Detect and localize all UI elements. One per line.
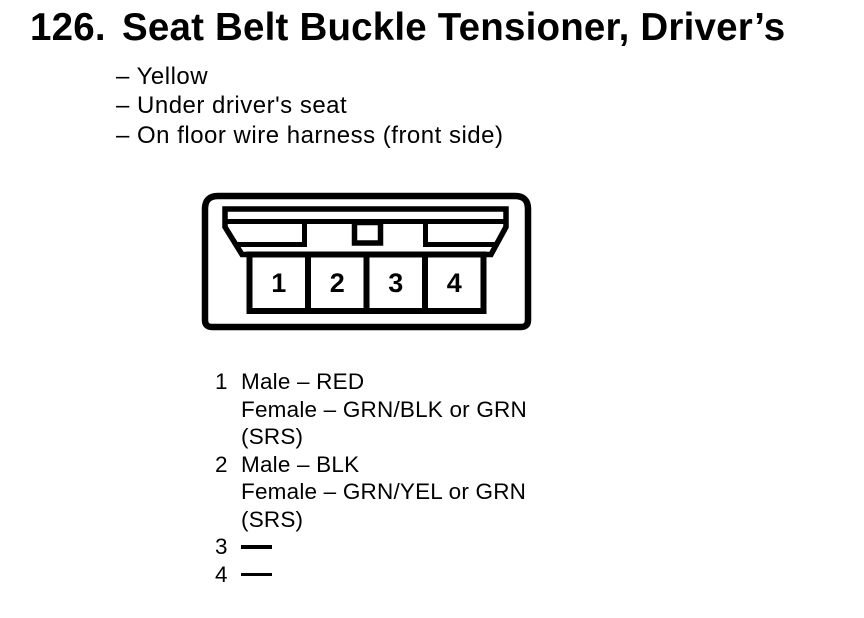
no-connection-dash [241, 545, 272, 549]
connector-outline [201, 192, 532, 331]
pin-legend-number: 4 [215, 561, 228, 587]
detail-note-color: – Yellow [116, 63, 209, 90]
pin-legend-row-2: 2 Male – BLK Female – GRN/YEL or GRN (SR… [215, 451, 527, 534]
pin-cavity-4 [422, 251, 487, 314]
pin-legend-row-4: 4 [215, 561, 527, 589]
item-number: 126. [30, 6, 106, 49]
latch-center-tab [351, 219, 384, 246]
pin-cavity-3 [363, 251, 428, 314]
pin-legend: 1 Male – RED Female – GRN/BLK or GRN (SR… [215, 368, 527, 588]
pin1-male-wire: Male – RED [241, 369, 365, 394]
pin-legend-number: 1 [215, 369, 228, 394]
pin-number-3: 3 [388, 268, 403, 298]
pin-legend-description: Male – RED Female – GRN/BLK or GRN (SRS) [241, 368, 527, 451]
pin-number-1: 1 [271, 268, 286, 298]
connector-diagram: 1 2 3 4 [201, 192, 532, 331]
pin-legend-row-3: 3 [215, 533, 527, 561]
pin-legend-description [241, 533, 272, 561]
detail-notes: – Yellow – Under driver's seat – On floo… [116, 62, 503, 150]
connector-housing [222, 206, 509, 258]
no-connection-dash [241, 572, 272, 576]
pin-legend-row-1: 1 Male – RED Female – GRN/BLK or GRN (SR… [215, 368, 527, 451]
pin-number-4: 4 [447, 268, 462, 298]
pin2-female-wire: Female – GRN/YEL or GRN [241, 479, 527, 504]
detail-note-harness: – On floor wire harness (front side) [116, 121, 504, 149]
pin-legend-description: Male – BLK Female – GRN/YEL or GRN (SRS) [241, 451, 526, 534]
detail-note-location: – Under driver's seat [116, 92, 348, 120]
pin1-female-wire: Female – GRN/BLK or GRN [241, 396, 527, 422]
pin2-system-note: (SRS) [241, 506, 304, 532]
pin-legend-description [241, 561, 272, 589]
pin-legend-number: 2 [215, 451, 228, 477]
page-title: 126. Seat Belt Buckle Tensioner, Driver’s [30, 6, 786, 49]
latch-slot-right [423, 221, 496, 247]
latch-slot-left [236, 221, 307, 247]
pin-number-2: 2 [330, 268, 345, 298]
pin1-system-note: (SRS) [241, 424, 304, 449]
pin-legend-number: 3 [215, 534, 228, 559]
item-title: Seat Belt Buckle Tensioner, Driver’s [122, 6, 786, 49]
pin2-male-wire: Male – BLK [241, 451, 360, 477]
